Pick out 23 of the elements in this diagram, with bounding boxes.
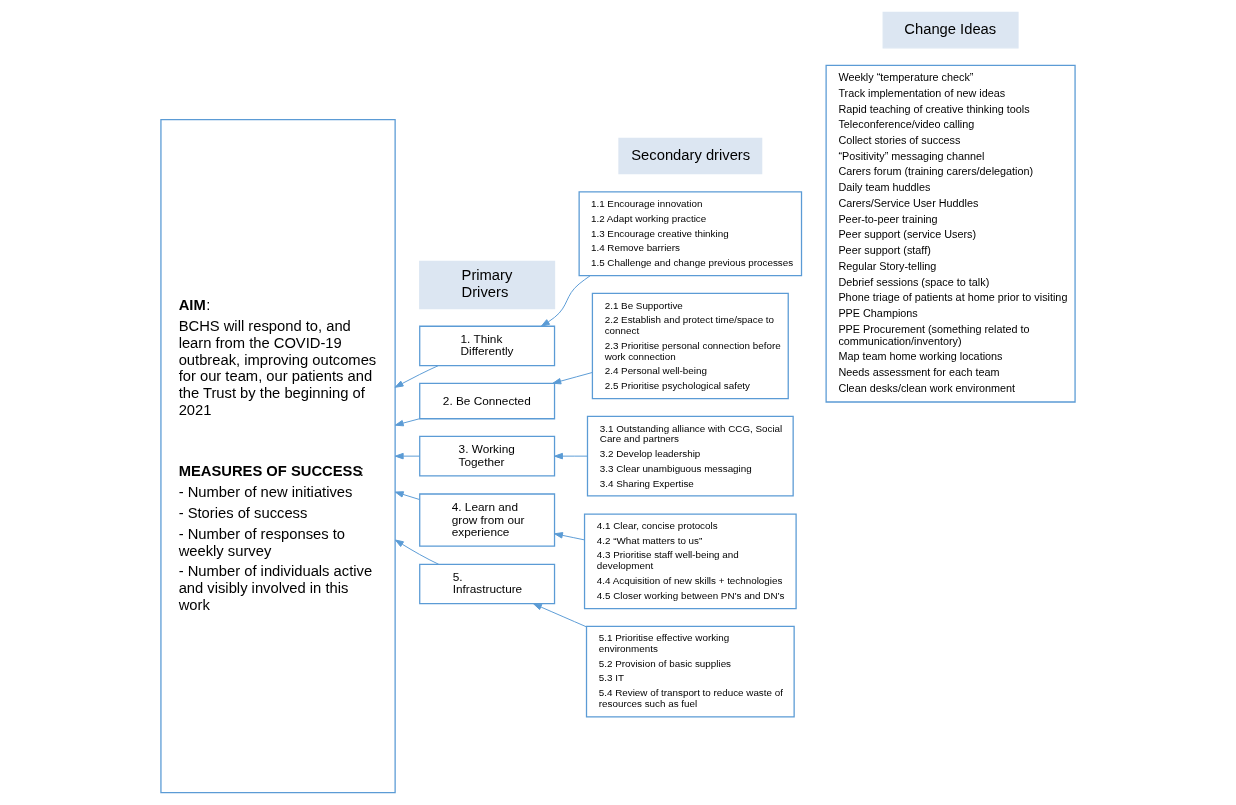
arrow xyxy=(533,603,587,628)
node-box: Primary Drivers xyxy=(419,260,556,310)
arrow xyxy=(554,532,585,541)
node-box: Weekly “temperature check” Track implementation of new ideas Rapid teaching of creative thinking tools Teleconference/video calling Collect stories of success “Positivity” messaging channel Carers forum (training carers/delegation) Daily team huddles Carers/Service User Huddles Peer-to-peer training Peer support (service Users) Peer support (staff) Regular Story-telling Debrief sessions (space to talk) Phone triage of patients at home prior to visiting PPE Champions PPE Procurement (something related to communication/inventory) Map team home working locations Needs assessment for each team Clean desks/clean work environment xyxy=(825,64,1076,403)
arrow xyxy=(540,275,591,327)
node-box: 1. Think Differently xyxy=(419,325,556,367)
arrow xyxy=(394,491,420,500)
node-box: Change Ideas xyxy=(882,11,1019,49)
node-box: 5. Infrastructure xyxy=(419,563,556,605)
node-box: 3. Working Together xyxy=(419,435,556,477)
arrow xyxy=(552,372,593,385)
node-box: 4. Learn and grow from our experience xyxy=(419,493,556,547)
node-box: Secondary drivers xyxy=(618,137,763,175)
node-box: 4.1 Clear, concise protocols 4.2 “What matters to us” 4.3 Prioritise staff well-being and development 4.4 Acquisition of new skills + technologies 4.5 Closer working between PN’s and DN’s xyxy=(583,513,797,610)
node-box: AIM: BCHS will respond to, and learn from the COVID-19 outbreak, improving outcomes for our team, our patients and the Trust by the beginning of 2021 MEASURES OF SUCCESS: - Number of new initiatives - Stories of success - Number of responses to weekly survey - Number of individuals active and visibly involved in this work xyxy=(160,118,396,794)
node-box: 2. Be Connected xyxy=(419,382,556,420)
arrow xyxy=(394,452,420,460)
node-box: 5.1 Prioritise effective working environments 5.2 Provision of basic supplies 5.3 IT 5.4 Review of transport to reduce waste of resources such as fuel xyxy=(585,625,795,718)
node-box: 3.1 Outstanding alliance with CCG, Social Care and partners 3.2 Develop leadership 3.3 Clear unambiguous messaging 3.4 Sharing Expertise xyxy=(586,415,794,497)
node-box: 1.1 Encourage innovation 1.2 Adapt working practice 1.3 Encourage creative thinking 1.4 Remove barriers 1.5 Challenge and change previous processes xyxy=(578,191,803,277)
arrow xyxy=(554,452,588,460)
arrow xyxy=(394,418,420,427)
node-box: 2.1 Be Supportive 2.2 Establish and protect time/space to connect 2.3 Prioritise personal connection before work connection 2.4 Personal well-being 2.5 Prioritise psychological safety xyxy=(591,292,789,400)
